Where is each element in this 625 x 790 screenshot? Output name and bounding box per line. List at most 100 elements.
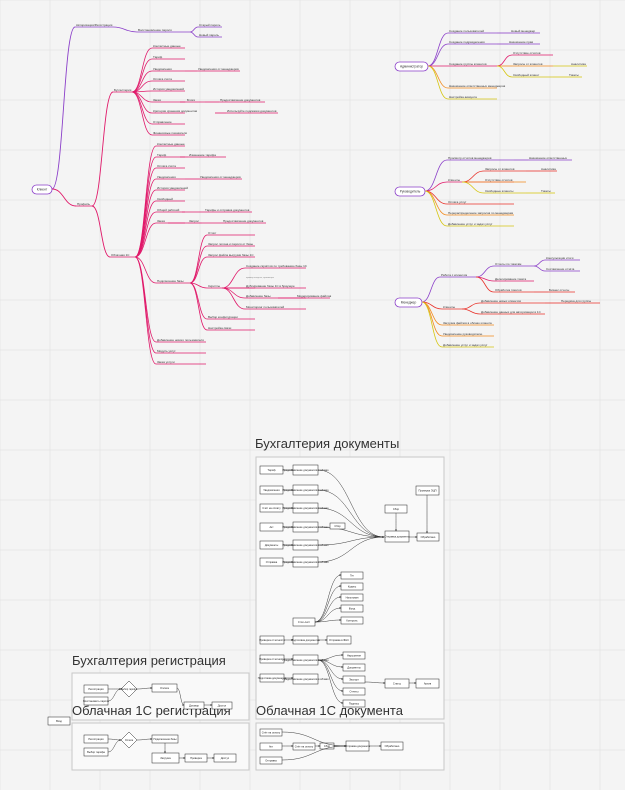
- flow-arrow: [281, 745, 347, 761]
- node-accounting-item: История уведомлений: [153, 87, 184, 91]
- node-accounting-order-docs: Блоги: [187, 98, 195, 102]
- mindmap-edge: [51, 188, 77, 207]
- flow-arrow: [317, 654, 344, 661]
- node-cloud-item: Свободный: [157, 197, 173, 201]
- docs-row-a-3-label: Отправка в ФНС: [329, 638, 349, 642]
- cloud-reg-box-6-label: Доступ: [221, 756, 230, 760]
- docs-merge-box[interactable]: [384, 530, 410, 543]
- cloud-reg-box-1-label: Регистрация: [88, 737, 104, 741]
- reg-box-3-label: Оплата: [160, 686, 169, 690]
- flow-arrow: [317, 659, 344, 704]
- mindmap-edge: [461, 302, 481, 310]
- mindmap-edge: [475, 276, 495, 293]
- node-manager-tail: Уведомление руководителю: [443, 332, 483, 336]
- cloud-docs-box-3-label: Отправка: [265, 758, 277, 762]
- cloud-docs-box-7-label: Обработано: [385, 744, 400, 748]
- docs-row-b-box-label: Отчеты: [350, 689, 359, 693]
- docs-center-box[interactable]: [329, 522, 346, 530]
- mindmap-edge: [533, 259, 546, 267]
- cloud-docs-box-2-label: Акт: [269, 744, 274, 748]
- cloud-docs-box-2[interactable]: [259, 742, 283, 751]
- mindmap-edge: [131, 91, 153, 114]
- mindmap-edge: [189, 282, 208, 320]
- reg-box-6[interactable]: [47, 716, 71, 726]
- node-cloud1c: Облачная 1С: [111, 253, 130, 257]
- cloud-docs-box-3[interactable]: [259, 756, 283, 765]
- mindmap-edge: [533, 265, 546, 272]
- mindmap-edge: [475, 265, 495, 278]
- mindmap-edge: [427, 32, 449, 67]
- node-admin-group-c: Свободный клиент: [513, 73, 540, 77]
- node-manager-client-detail: Передача для группы: [561, 299, 591, 303]
- reg-diamond-label: Выбор тарифа: [121, 688, 138, 691]
- mindmap-edge: [461, 181, 485, 194]
- docs-left-box-label: Тариф: [268, 468, 277, 472]
- flow-arrow: [314, 607, 342, 623]
- node-administrator-pill[interactable]: [394, 61, 429, 72]
- node-profile: Профиль: [77, 202, 90, 206]
- node-registration: Авторизация/Регистрация: [76, 23, 113, 27]
- node-manager-tail: Добавление услуг и задач услуг: [443, 343, 488, 347]
- mindmap-edge: [189, 282, 208, 289]
- node-script-item: Дублирование базы 1С в браузере: [246, 284, 295, 288]
- docs-left-box-label: Отправка: [266, 560, 278, 564]
- flow-arrow: [317, 536, 385, 563]
- node-admin-item: Создание группы клиентов: [449, 62, 487, 66]
- docs-mid-box-label: Предоставление документов в облако: [282, 506, 329, 510]
- node-accounting-item: Отправление: [153, 120, 172, 124]
- flow-arrow: [317, 536, 385, 546]
- node-client-pill[interactable]: [31, 184, 53, 195]
- docs-row-b-box-label: Документы: [347, 665, 361, 669]
- node-cloud-tariff-detail: Изменение тарифа: [189, 153, 216, 157]
- docs-center-box-label: Сбор: [334, 524, 341, 528]
- docs-stack-box-label: Фонд: [349, 606, 356, 610]
- node-cloud-item: Тариф: [157, 153, 167, 157]
- cloud-docs-box-1[interactable]: [259, 728, 283, 737]
- docs-stack-box-label: Налоговая: [346, 595, 359, 599]
- cloud-docs-box-4-label: Счёт на оплату: [295, 744, 314, 748]
- flow-arrow: [107, 688, 122, 702]
- node-manager-work-c: Бизнес отчеты: [549, 288, 569, 292]
- docs-status-box-label: Обработано: [421, 535, 436, 539]
- node-manager-client-item: Добавление данных для авторизации в 1С: [481, 310, 542, 314]
- node-accounting-item: Контактные данные: [153, 44, 181, 48]
- node-head-item: Добавление услуг и задач услуг: [448, 222, 493, 226]
- reg-box-1-label: Регистрация: [88, 687, 104, 691]
- node-cloud-item: Уведомления: [157, 175, 176, 179]
- node-head-pill[interactable]: [394, 186, 426, 197]
- node-head-analytics: Аналитика: [541, 167, 556, 171]
- docs-row-b-box-label: Подпись: [349, 701, 360, 705]
- mindmap-edge: [461, 170, 485, 183]
- docs-row-b-mid-2[interactable]: [292, 673, 319, 685]
- reg-section-title: Бухгалтерия регистрация: [72, 653, 226, 668]
- node-script-note: пример запуска, архивация: [246, 277, 275, 279]
- node-accounting-crit-detail: Используйте подсказки документов: [227, 109, 277, 113]
- node-base-item: Отчёт: [208, 231, 217, 235]
- node-head-client: Запросы от клиентов: [485, 167, 515, 171]
- node-add-base-detail: Модерирование файлов: [297, 294, 332, 298]
- flow-arrow: [317, 526, 385, 538]
- node-cloud-order-fill: Предоставление документов: [223, 219, 264, 223]
- node-admin-item: Назначение ответственных менеджеров: [449, 84, 506, 88]
- mindmap-edge: [427, 43, 449, 67]
- docs-top-right-box[interactable]: [415, 485, 440, 496]
- node-cloud-notif-detail: Уведомления от менеджеров: [200, 175, 241, 179]
- docs-left-box-label: Акт: [269, 525, 274, 529]
- cloud-reg-diamond[interactable]: [120, 731, 138, 749]
- node-manager-pill[interactable]: [394, 297, 423, 308]
- node-cloud-order-docs: Запрос: [189, 219, 199, 223]
- mindmap-edge: [427, 65, 449, 89]
- node-cloud-item: История уведомлений: [157, 186, 188, 190]
- docs-row-b-box-label: Нарушение: [347, 653, 361, 657]
- mindmap-edge: [424, 181, 448, 192]
- cloud-docs-section-title: Облачная 1С документа: [256, 703, 404, 718]
- reg-diamond[interactable]: [120, 680, 138, 698]
- mindmap-edge: [461, 308, 481, 315]
- docs-row-b-archive-label: Архив: [424, 681, 432, 685]
- node-cloud-item: Заказ: [157, 219, 165, 223]
- mindmap-edge: [134, 256, 157, 284]
- reg-box-side-label: Восстановить пароль: [83, 699, 110, 703]
- docs-row-b-left-label: Проверка отчетности: [259, 657, 285, 661]
- node-manager-tail: Загрузка файлов в облако клиента: [443, 321, 492, 325]
